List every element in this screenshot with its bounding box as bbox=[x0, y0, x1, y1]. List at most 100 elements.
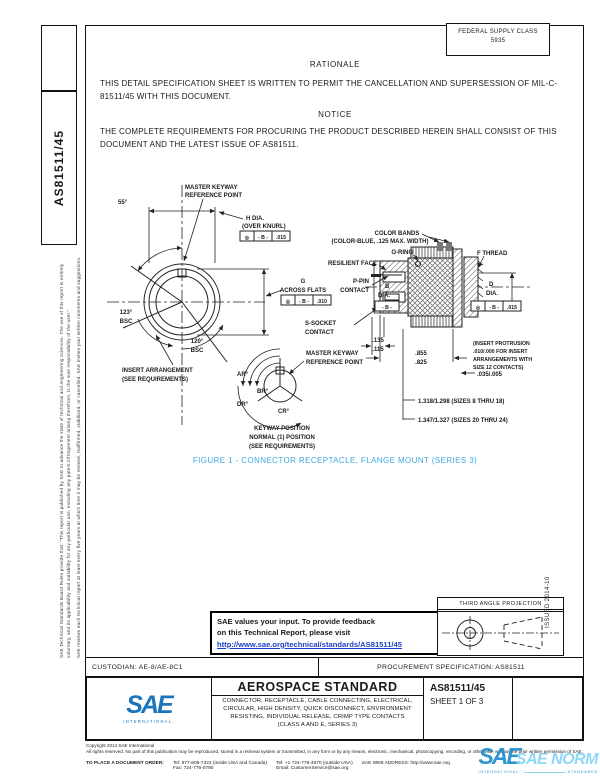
fcf-g-tol: .010 bbox=[317, 299, 327, 305]
label-master-keyway-2: REFERENCE POINT bbox=[185, 193, 242, 199]
datum-b-text: - B - bbox=[382, 305, 392, 311]
doc-number-vertical: AS81511/45 bbox=[52, 129, 66, 207]
sidebar-empty-box bbox=[41, 25, 77, 91]
datum-b-box: - B - bbox=[374, 300, 400, 312]
standard-title-cell: AEROSPACE STANDARD CONNECTOR, RECEPTACLE… bbox=[212, 678, 424, 739]
watermark-sae-logo: SAE bbox=[478, 743, 521, 769]
label-b-dia: DIA. bbox=[378, 293, 390, 299]
label-master-keyway-b1: MASTER KEYWAY bbox=[306, 351, 358, 357]
fcf-g-flats: ◎ - B - .010 bbox=[280, 294, 332, 306]
standard-desc-1: CONNECTOR, RECEPTACLE, CABLE CONNECTING,… bbox=[222, 698, 413, 704]
label-br: BR° bbox=[257, 389, 269, 395]
label-o-ring: O-RING bbox=[391, 250, 413, 256]
standard-desc-3: RESISTING, INDIVIDUAL RELEASE, CRIMP TYP… bbox=[230, 713, 405, 720]
title-block: SAE INTERNATIONAL. AEROSPACE STANDARD CO… bbox=[85, 676, 584, 741]
label-d-dia: DIA. bbox=[486, 291, 498, 297]
dim-855: .855 bbox=[415, 351, 427, 357]
label-keyway-position-1: KEYWAY POSITION bbox=[254, 426, 310, 432]
label-color-bands: COLOR BANDS bbox=[375, 231, 420, 237]
doc-number-cell: AS81511/45 SHEET 1 OF 3 bbox=[424, 678, 513, 739]
disclaimer-line-3: SAE reviews each technical report at lea… bbox=[76, 256, 81, 658]
label-dr: DR° bbox=[237, 402, 249, 408]
federal-supply-class-box: FEDERAL SUPPLY CLASS 5935 bbox=[446, 23, 550, 56]
feedback-line-2: on this Technical Report, please visit bbox=[217, 628, 351, 638]
label-120-bsc: BSC bbox=[191, 348, 204, 354]
notice-body: THE COMPLETE REQUIREMENTS FOR PROCURING … bbox=[100, 127, 557, 149]
label-g: G bbox=[301, 279, 306, 285]
order-phone-col: Tel: 877-606-7323 (inside USA and Canada… bbox=[173, 761, 267, 771]
dim-1347: 1.347/1.327 (SIZES 20 THRU 24) bbox=[418, 418, 508, 424]
third-angle-projection-icon bbox=[442, 616, 559, 650]
note-protrusion-4: SIZE 12 CONTACTS) bbox=[473, 365, 524, 371]
issued-date: ISSUED 2014-10 bbox=[545, 576, 551, 628]
fcf-h-tol: .015 bbox=[276, 235, 286, 241]
notice-heading: NOTICE bbox=[318, 110, 352, 119]
sae-logo-text: SAE bbox=[126, 691, 173, 719]
copyright-line: Copyright 2014 SAE International bbox=[86, 743, 155, 748]
label-resilient-face: RESILIENT FACE bbox=[328, 261, 377, 267]
doc-number: AS81511/45 bbox=[430, 683, 486, 694]
disclaimer-line-2: voluntary, and its applicability and sui… bbox=[66, 309, 71, 658]
feedback-link[interactable]: http://www.sae.org/technical/standards/A… bbox=[217, 639, 402, 649]
label-b: B bbox=[385, 284, 390, 290]
note-protrusion-1: (INSERT PROTRUSION bbox=[473, 341, 530, 347]
fcf-d-datum: - B - bbox=[489, 305, 499, 311]
watermark-name: SAE NORM bbox=[515, 751, 599, 768]
feedback-box: SAE values your input. To provide feedba… bbox=[210, 611, 447, 655]
label-insert-arrangement: INSERT ARRANGEMENT bbox=[122, 368, 193, 374]
label-over-knurl: (OVER KNURL) bbox=[242, 224, 286, 230]
disclaimer-line-1: SAE Technical Standards Board Rules prov… bbox=[59, 263, 64, 658]
label-120deg: 120° bbox=[191, 339, 204, 345]
dim-115: .115 bbox=[372, 347, 384, 353]
standard-type: AEROSPACE STANDARD bbox=[212, 678, 423, 696]
title-block-empty-cell bbox=[513, 678, 582, 739]
tel-outside: Tel: +1 724-776-4970 (outside USA) bbox=[276, 761, 353, 766]
tel-inside: Tel: 877-606-7323 (inside USA and Canada… bbox=[172, 761, 268, 766]
watermark-divider bbox=[523, 771, 565, 773]
fcf-d-symbol: ◎ bbox=[476, 305, 481, 311]
label-123deg: 123° bbox=[120, 310, 133, 316]
fcf-h-dia: ◎ - B - .015 bbox=[239, 230, 291, 242]
info-row: CUSTODIAN: AE-8/AE-8C1 PROCUREMENT SPECI… bbox=[85, 657, 584, 678]
side-view-geometry bbox=[353, 233, 530, 420]
label-s-socket-contact: CONTACT bbox=[305, 330, 334, 336]
label-p-pin-contact: CONTACT bbox=[340, 288, 369, 294]
third-angle-projection-box: THIRD ANGLE PROJECTION bbox=[437, 597, 564, 656]
dim-1318: 1.318/1.298 (SIZES 8 THRU 18) bbox=[418, 399, 504, 405]
dim-135: .135 bbox=[372, 338, 384, 344]
standard-desc-4: (CLASS A AND E, SERIES 3) bbox=[277, 721, 358, 728]
fcf-g-symbol: ◎ bbox=[286, 299, 291, 305]
label-master-keyway-b2: REFERENCE POINT bbox=[306, 360, 363, 366]
keyway-diagram-geometry bbox=[237, 348, 305, 430]
label-s-socket: S-SOCKET bbox=[305, 321, 336, 327]
fsc-title: FEDERAL SUPPLY CLASS bbox=[458, 29, 538, 35]
label-d: D bbox=[489, 282, 494, 288]
rationale-heading: RATIONALE bbox=[309, 60, 361, 69]
note-protrusion-3: ARRANGEMENTS WITH bbox=[473, 357, 532, 363]
feedback-line-1: SAE values your input. To provide feedba… bbox=[217, 617, 376, 626]
label-123-bsc: BSC bbox=[120, 319, 133, 325]
fsc-code: 5935 bbox=[490, 38, 506, 44]
projection-label: THIRD ANGLE PROJECTION bbox=[438, 598, 563, 612]
label-cr: CR° bbox=[278, 409, 290, 415]
email: Email: CustomerService@sae.org bbox=[276, 766, 349, 771]
sheet-number: SHEET 1 OF 3 bbox=[430, 697, 484, 706]
sae-logo-subtext: INTERNATIONAL. bbox=[123, 719, 175, 724]
dim-035: .035/.005 bbox=[477, 372, 503, 378]
sae-norm-watermark: SAE SAE NORM INTERNATIONAL. STANDARDS bbox=[478, 743, 599, 774]
label-master-keyway-1: MASTER KEYWAY bbox=[185, 185, 237, 191]
watermark-international: INTERNATIONAL. bbox=[478, 770, 521, 774]
custodian-cell: CUSTODIAN: AE-8/AE-8C1 bbox=[86, 658, 319, 677]
standard-desc-2: CIRCULAR, HIGH DENSITY, QUICK DISCONNECT… bbox=[223, 705, 412, 712]
fcf-g-datum: - B - bbox=[299, 299, 309, 305]
dim-825: .825 bbox=[415, 360, 427, 366]
fcf-d-dia: ◎ - B - .015 bbox=[470, 300, 522, 312]
doc-number-box: AS81511/45 bbox=[41, 91, 77, 245]
order-intl-col: Tel: +1 724-776-4970 (outside USA) Email… bbox=[276, 761, 353, 771]
label-across-flats: ACROSS FLATS bbox=[280, 288, 326, 294]
label-55deg: 55° bbox=[118, 200, 128, 206]
label-f-thread: F THREAD bbox=[477, 251, 508, 257]
fcf-h-datum: - B - bbox=[258, 235, 268, 241]
label-see-requirements: (SEE REQUIREMENTS) bbox=[122, 377, 188, 383]
front-view-geometry bbox=[107, 185, 283, 425]
